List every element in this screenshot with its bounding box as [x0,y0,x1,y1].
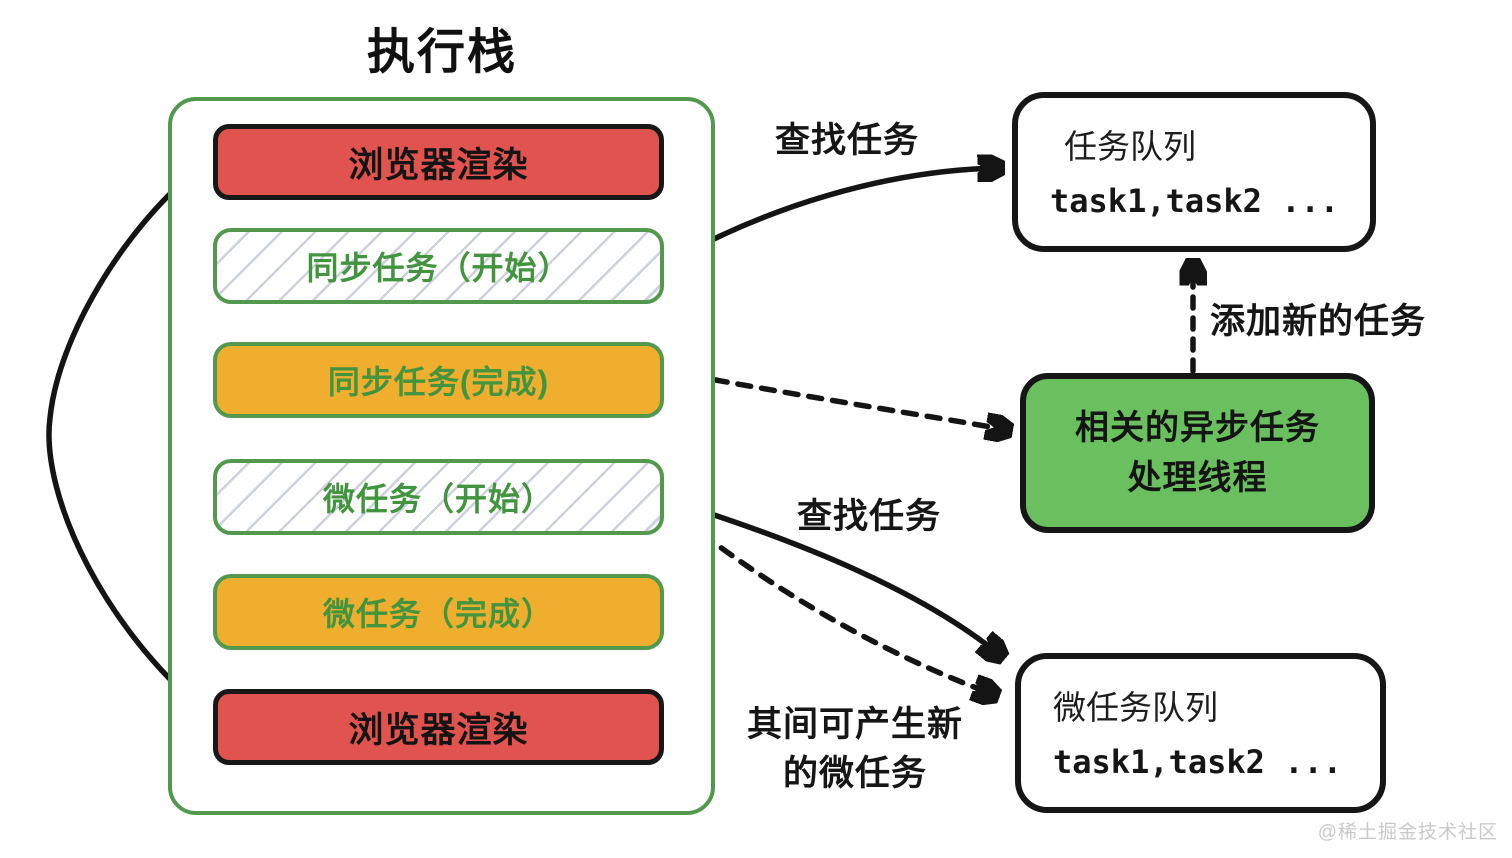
add-new-task-label: 添加新的任务 [1210,302,1427,341]
stack-item-browser-render-top: 浏览器渲染 [213,124,664,200]
task-queue-title: 任务队列 [1064,128,1196,165]
microtask-queue-items: task1,task2 ... [1053,743,1342,781]
stack-item-label: 微任务（开始） [322,481,554,517]
watermark: @稀土掘金技术社区 [1317,822,1498,843]
stack-item-label: 浏览器渲染 [348,145,529,185]
task-queue-items: task1,task2 ... [1050,182,1339,220]
find-task-arrow-top [670,168,1000,262]
stack-item-sync-task-done: 同步任务(完成) [213,342,664,418]
stack-item-browser-render-bottom: 浏览器渲染 [213,689,664,765]
stack-item-microtask-start: 微任务（开始） [213,459,664,535]
stack-item-label: 浏览器渲染 [348,710,529,750]
new-microtask-note-line2: 的微任务 [782,754,927,793]
async-task-dashed-arrow [664,368,1008,430]
microtask-queue-box: 微任务队列 task1,task2 ... [1015,653,1386,813]
microtask-queue-title: 微任务队列 [1053,689,1218,726]
stack-item-label: 同步任务(完成) [327,364,550,400]
async-thread-box: 相关的异步任务 处理线程 [1020,373,1375,533]
async-thread-line1: 相关的异步任务 [1075,409,1320,447]
execution-stack-title: 执行栈 [366,26,517,79]
stack-item-microtask-done: 微任务（完成） [213,574,664,650]
stack-item-label: 同步任务（开始） [306,250,571,286]
new-microtask-note-line1: 其间可产生新 [746,705,963,744]
new-microtask-note: 其间可产生新 的微任务 [695,700,1015,798]
find-task-label-top: 查找任务 [775,121,920,160]
stack-item-sync-task-start: 同步任务（开始） [213,228,664,304]
new-microtask-dashed-arrow [680,516,995,695]
find-task-label-bottom: 查找任务 [797,497,942,536]
stack-item-label: 微任务（完成） [322,596,554,632]
async-thread-line2: 处理线程 [1127,459,1268,497]
task-queue-box: 任务队列 task1,task2 ... [1012,92,1376,252]
